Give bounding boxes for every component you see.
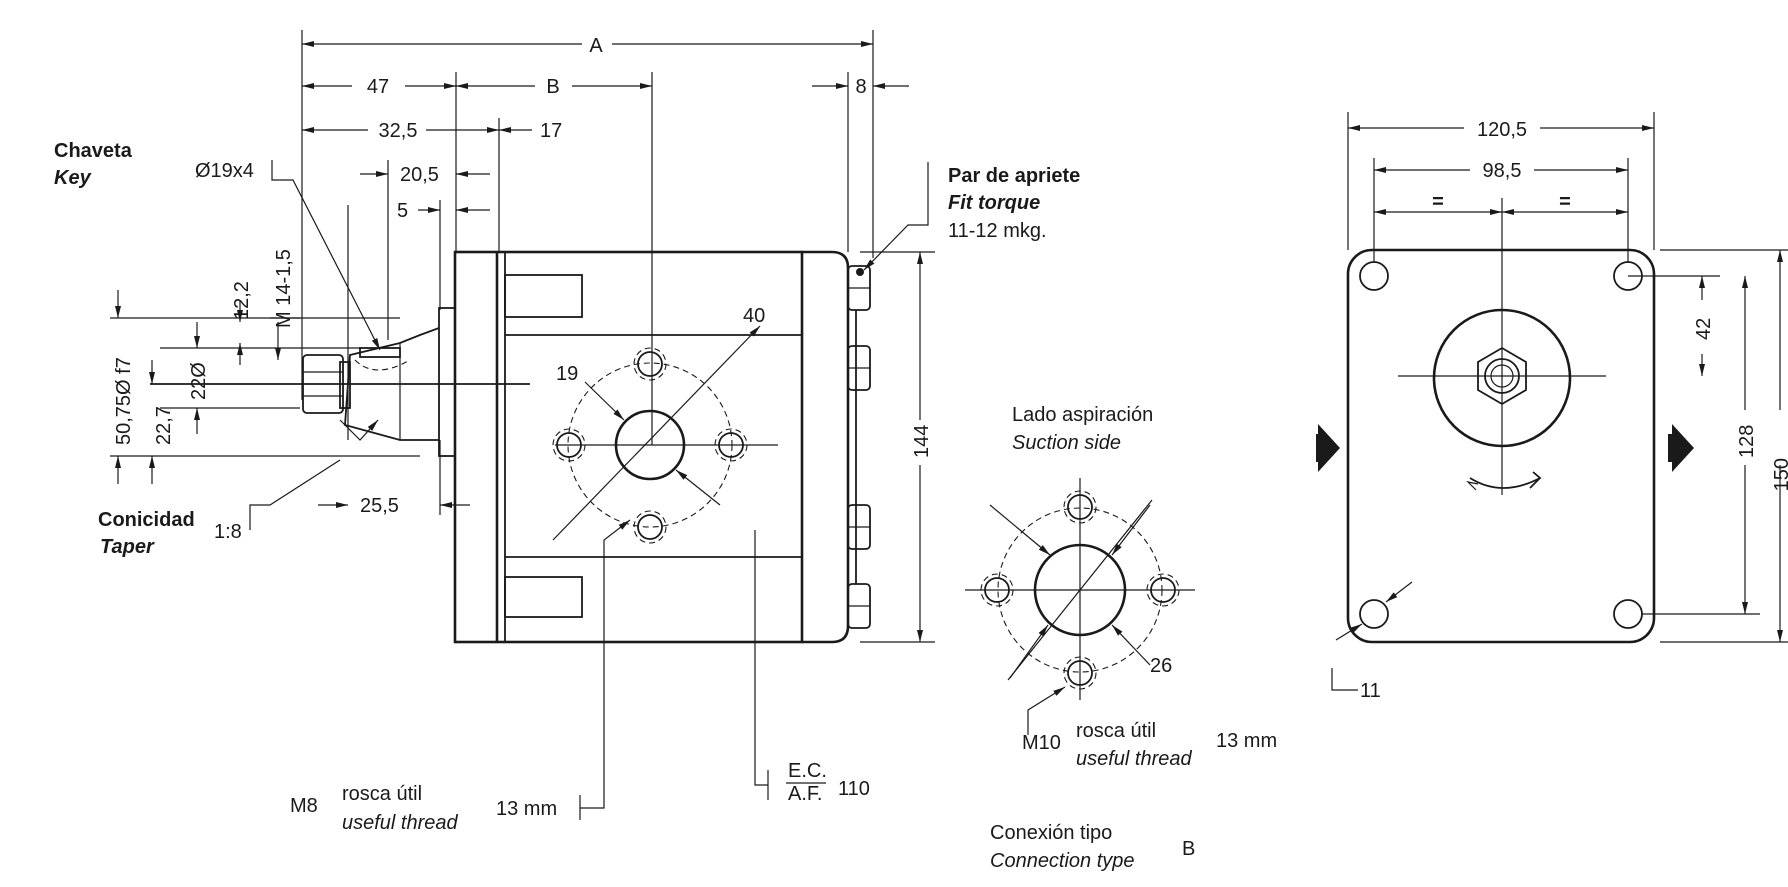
dim-40: 40 <box>743 305 765 327</box>
dim-8: 8 <box>855 76 866 98</box>
label-lado-aspiracion: Lado aspiración <box>1012 404 1153 426</box>
dim-eq-right: = <box>1559 191 1571 213</box>
dim-taper-ratio: 1:8 <box>214 521 242 543</box>
label-m8-len: 13 mm <box>496 798 557 820</box>
label-m10-rosca: rosca útil <box>1076 720 1156 742</box>
dim-12-2: 12,2 <box>231 281 253 320</box>
dim-m14: M 14-1,5 <box>273 249 295 328</box>
dim-eq-left: = <box>1432 191 1444 213</box>
side-dimensions: A 47 B 8 32,5 17 20,5 5 Ø19x4 <box>110 30 935 820</box>
dim-A: A <box>589 35 603 57</box>
dim-120-5: 120,5 <box>1477 119 1527 141</box>
dim-22-7: 22,7 <box>153 406 175 445</box>
dim-22: 22Ø <box>188 362 210 400</box>
front-view <box>1316 198 1694 644</box>
side-labels: Chaveta Key Par de apriete Fit torque 11… <box>54 140 1080 834</box>
dim-26: 26 <box>1150 655 1172 677</box>
dim-19: 19 <box>556 363 578 385</box>
bolt-heads <box>847 265 871 629</box>
dim-11: 11 <box>1360 680 1381 702</box>
label-m10: M10 <box>1022 732 1061 754</box>
label-torque-value: 11-12 mkg. <box>948 220 1047 242</box>
dim-17: 17 <box>540 120 562 142</box>
dim-98-5: 98,5 <box>1483 160 1522 182</box>
label-suction-side: Suction side <box>1012 432 1121 454</box>
dim-B: B <box>546 76 559 98</box>
label-par-apriete: Par de apriete <box>948 165 1080 187</box>
front-dimensions: 120,5 98,5 = = 42 128 150 11 <box>1331 112 1788 702</box>
label-taper: Taper <box>100 536 155 558</box>
side-view <box>150 250 871 644</box>
label-conicidad: Conicidad <box>98 509 195 531</box>
label-conexion-tipo: Conexión tipo <box>990 822 1112 844</box>
dim-32-5: 32,5 <box>379 120 418 142</box>
label-m8-useful: useful thread <box>342 812 459 834</box>
dim-50-75: 50,75Ø f7 <box>113 357 135 445</box>
dim-144: 144 <box>911 425 933 458</box>
label-key: Key <box>54 167 92 189</box>
dim-25-5: 25,5 <box>360 495 399 517</box>
front-plate-outline <box>1346 248 1656 644</box>
label-connection-type: Connection type <box>990 850 1135 872</box>
label-m10-useful: useful thread <box>1076 748 1193 770</box>
label-m10-len: 13 mm <box>1216 730 1277 752</box>
dim-128: 128 <box>1736 425 1758 458</box>
dim-af: A.F. <box>788 783 822 805</box>
side-port <box>552 325 778 544</box>
dim-42: 42 <box>1693 318 1715 340</box>
label-chaveta: Chaveta <box>54 140 133 162</box>
flow-out-icon <box>1672 424 1694 472</box>
dim-110: 110 <box>838 778 870 800</box>
label-m8-rosca: rosca útil <box>342 783 422 805</box>
dim-150: 150 <box>1771 458 1788 491</box>
dim-key-dia: Ø19x4 <box>195 160 254 182</box>
dim-47: 47 <box>367 76 389 98</box>
dim-5: 5 <box>397 200 408 222</box>
label-connection-value: B <box>1182 838 1195 860</box>
dim-20-5: 20,5 <box>400 164 439 186</box>
rotation-arrow-icon <box>1469 471 1542 489</box>
dim-ec: E.C. <box>788 760 827 782</box>
label-fit-torque: Fit torque <box>948 192 1040 214</box>
label-m8: M8 <box>290 795 318 817</box>
suction-port-view: 26 Lado aspiración Suction side M10 rosc… <box>965 404 1277 872</box>
